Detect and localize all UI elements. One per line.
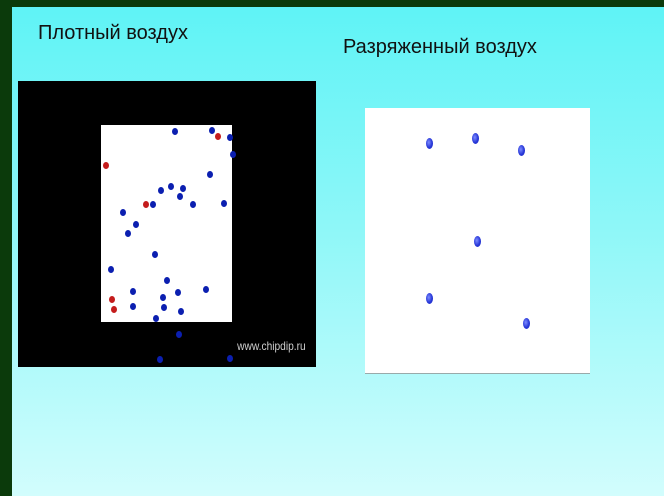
particle-blue <box>157 356 163 363</box>
particle-blue <box>426 293 433 304</box>
particle-blue <box>160 294 166 301</box>
particle-blue <box>474 236 481 247</box>
particle-blue <box>130 288 136 295</box>
dense-air-image: www.chipdip.ru <box>18 81 316 367</box>
particle-blue <box>133 221 139 228</box>
particle-blue <box>130 303 136 310</box>
particle-blue <box>164 277 170 284</box>
particle-blue <box>426 138 433 149</box>
particle-blue <box>161 304 167 311</box>
particle-red <box>215 133 221 140</box>
particle-blue <box>177 193 183 200</box>
particle-blue <box>203 286 209 293</box>
particle-blue <box>227 134 233 141</box>
dense-air-container <box>101 125 232 322</box>
particle-blue <box>152 251 158 258</box>
particle-red <box>143 201 149 208</box>
particle-blue <box>120 209 126 216</box>
particle-red <box>111 306 117 313</box>
rarefied-air-image <box>365 108 590 374</box>
particle-blue <box>190 201 196 208</box>
particle-blue <box>108 266 114 273</box>
particle-blue <box>518 145 525 156</box>
particle-blue <box>209 127 215 134</box>
particle-blue <box>227 355 233 362</box>
particle-blue <box>472 133 479 144</box>
particle-blue <box>150 201 156 208</box>
particle-blue <box>125 230 131 237</box>
particle-blue <box>168 183 174 190</box>
particle-blue <box>230 151 236 158</box>
particle-blue <box>221 200 227 207</box>
particle-blue <box>207 171 213 178</box>
particle-blue <box>172 128 178 135</box>
particle-blue <box>178 308 184 315</box>
title-rarefied-air: Разряженный воздух <box>343 36 537 59</box>
particle-blue <box>158 187 164 194</box>
particle-blue <box>180 185 186 192</box>
particle-blue <box>523 318 530 329</box>
particle-red <box>103 162 109 169</box>
particle-blue <box>153 315 159 322</box>
watermark: www.chipdip.ru <box>237 339 306 353</box>
title-dense-air: Плотный воздух <box>38 22 188 45</box>
particle-blue <box>175 289 181 296</box>
particle-red <box>109 296 115 303</box>
particle-blue <box>176 331 182 338</box>
